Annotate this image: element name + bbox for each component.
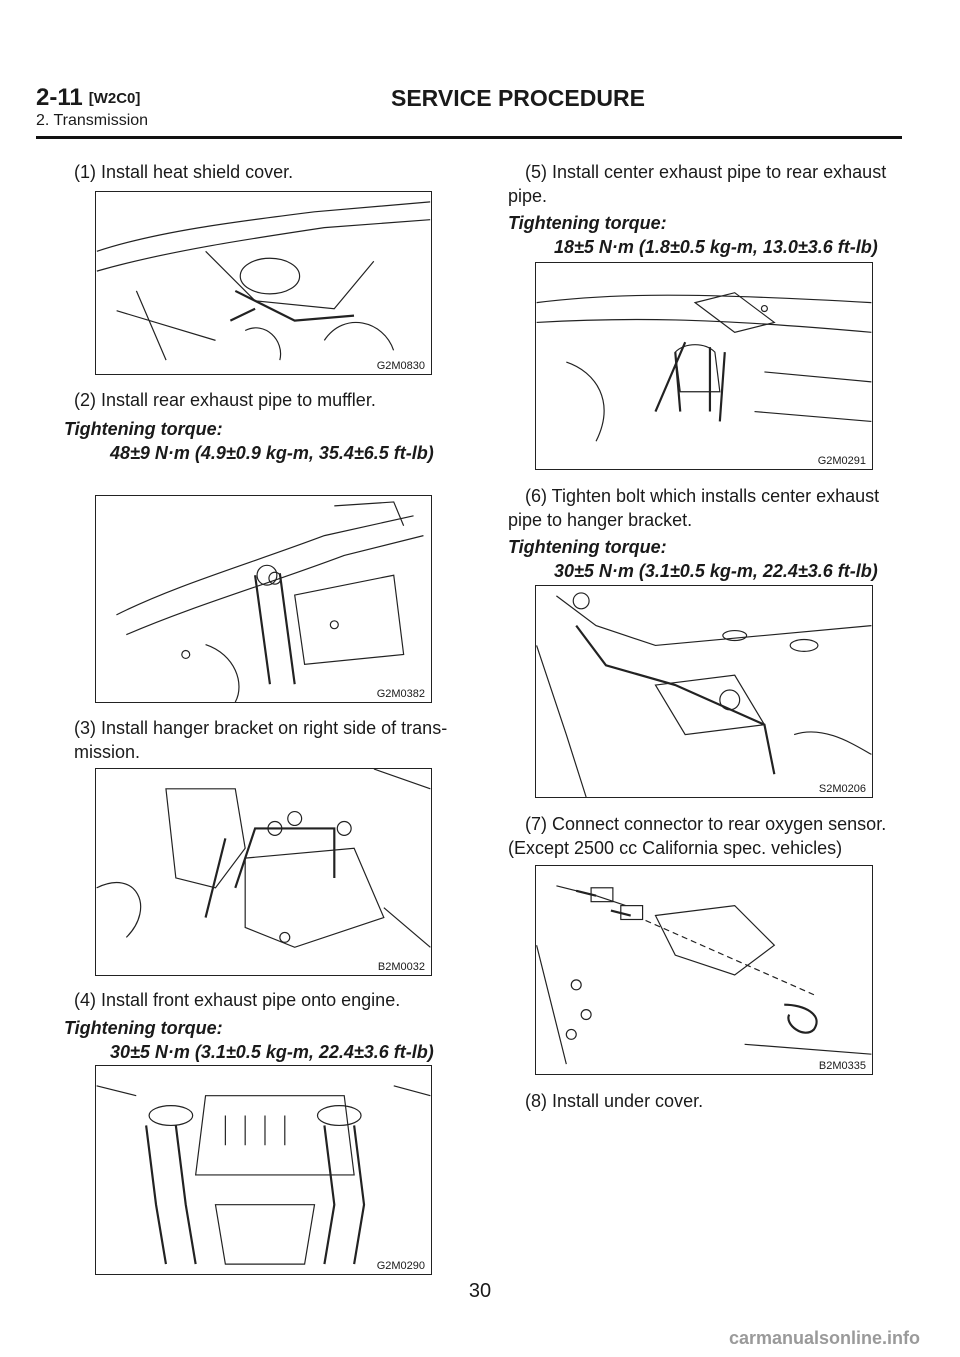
- torque-value: 30±5 N·m (3.1±0.5 kg-m, 22.4±3.6 ft-lb): [554, 561, 878, 581]
- header-rule: [36, 136, 902, 139]
- step-5-text-line-1: (5) Install center exhaust pipe to rear …: [525, 162, 887, 182]
- figure-illustration: [96, 201, 431, 361]
- figure-caption: B2M0335: [816, 1060, 868, 1072]
- figure-caption: S2M0206: [816, 783, 868, 795]
- step-3-text-line-1: (3) Install hanger bracket on right side…: [74, 718, 448, 738]
- figure-caption: G2M0830: [374, 360, 427, 372]
- torque-label: Tightening torque:: [508, 213, 667, 233]
- section-ref: [W2C0]: [88, 90, 141, 107]
- figure-illustration: [536, 592, 872, 797]
- step-6-text-line-1: (6) Tighten bolt which installs center e…: [525, 486, 880, 506]
- step-5-text-line-2: pipe.: [508, 186, 548, 206]
- torque-value: 30±5 N·m (3.1±0.5 kg-m, 22.4±3.6 ft-lb): [110, 1042, 434, 1062]
- page-title: SERVICE PROCEDURE: [391, 85, 645, 111]
- figure-illustration: [96, 769, 431, 948]
- watermark: carmanualsonline.info: [728, 1328, 920, 1348]
- figure-caption: G2M0382: [374, 688, 427, 700]
- step-3-text-line-2: mission.: [74, 742, 141, 762]
- step-7-text-line-2: (Except 2500 cc California spec. vehicle…: [508, 838, 843, 858]
- figure-illustration: [116, 501, 424, 702]
- figure-hanger-bracket: B2M0032: [95, 768, 432, 976]
- page-subtitle: 2. Transmission: [36, 112, 149, 129]
- step-2-text: (2) Install rear exhaust pipe to muffler…: [74, 390, 376, 410]
- figure-illustration: [536, 292, 872, 442]
- figure-illustration: [96, 1085, 431, 1265]
- torque-spec-4: Tightening torque: 30±5 N·m (3.1±0.5 kg-…: [64, 1016, 434, 1064]
- figure-illustration: [536, 885, 872, 1065]
- figure-caption: B2M0032: [375, 961, 427, 973]
- step-4-text: (4) Install front exhaust pipe onto engi…: [74, 990, 401, 1010]
- step-6-text-line-2: pipe to hanger bracket.: [508, 510, 693, 530]
- torque-value: 18±5 N·m (1.8±0.5 kg-m, 13.0±3.6 ft-lb): [554, 237, 878, 257]
- figure-heat-shield: G2M0830: [95, 191, 432, 375]
- figure-rear-exhaust-pipe: G2M0382: [95, 495, 432, 703]
- page-number: 30: [468, 1280, 492, 1302]
- figure-caption: G2M0290: [374, 1260, 427, 1272]
- torque-label: Tightening torque:: [64, 1018, 223, 1038]
- figure-front-exhaust-pipe: G2M0290: [95, 1065, 432, 1275]
- figure-oxygen-sensor-connector: B2M0335: [535, 865, 873, 1075]
- torque-spec-5: Tightening torque: 18±5 N·m (1.8±0.5 kg-…: [508, 211, 878, 259]
- figure-caption: G2M0291: [815, 455, 868, 467]
- step-8-text: (8) Install under cover.: [525, 1091, 704, 1111]
- step-1-text: (1) Install heat shield cover.: [74, 162, 294, 182]
- figure-center-exhaust-pipe: G2M0291: [535, 262, 873, 470]
- torque-spec-6: Tightening torque: 30±5 N·m (3.1±0.5 kg-…: [508, 535, 878, 583]
- step-7-text-line-1: (7) Connect connector to rear oxygen sen…: [525, 814, 887, 834]
- torque-spec-2: Tightening torque: 48±9 N·m (4.9±0.9 kg-…: [64, 417, 434, 465]
- section-code: 2-11[W2C0]: [36, 84, 141, 111]
- figure-hanger-bracket-bolt: S2M0206: [535, 585, 873, 798]
- torque-label: Tightening torque:: [64, 419, 223, 439]
- torque-label: Tightening torque:: [508, 537, 667, 557]
- torque-value: 48±9 N·m (4.9±0.9 kg-m, 35.4±6.5 ft-lb): [110, 443, 434, 463]
